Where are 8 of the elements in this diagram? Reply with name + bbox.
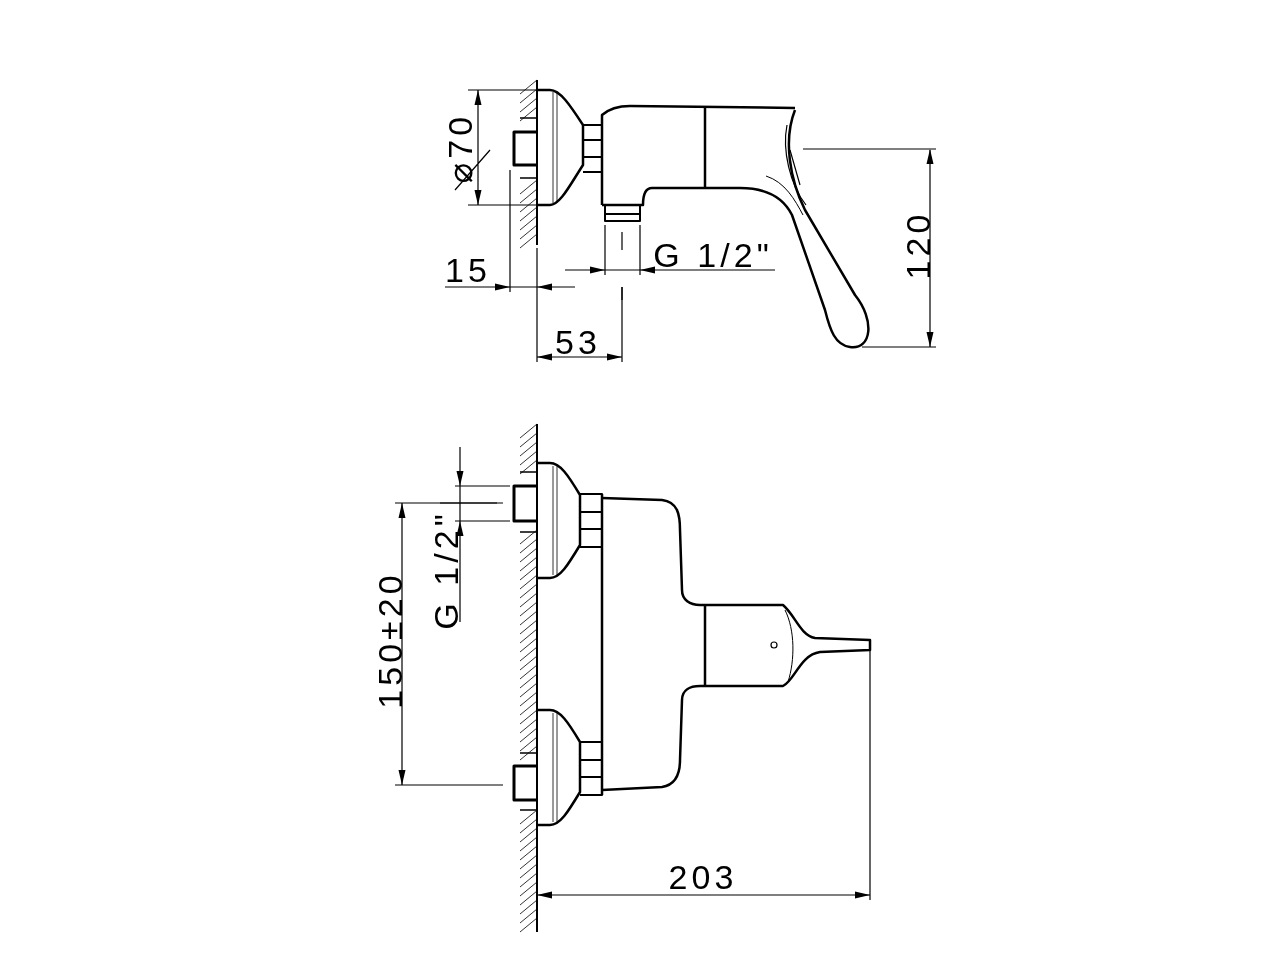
dimension-label: 120	[901, 210, 935, 280]
dimension-label: ⌀70	[443, 112, 477, 184]
dimension-label: 53	[555, 325, 601, 359]
dimension-label: G 1/2"	[429, 510, 463, 630]
dimension-label: 203	[668, 860, 738, 894]
dimension-label: G 1/2"	[653, 238, 773, 272]
dimension-label: 15	[445, 253, 491, 287]
dimension-label: 150±20	[373, 571, 407, 709]
